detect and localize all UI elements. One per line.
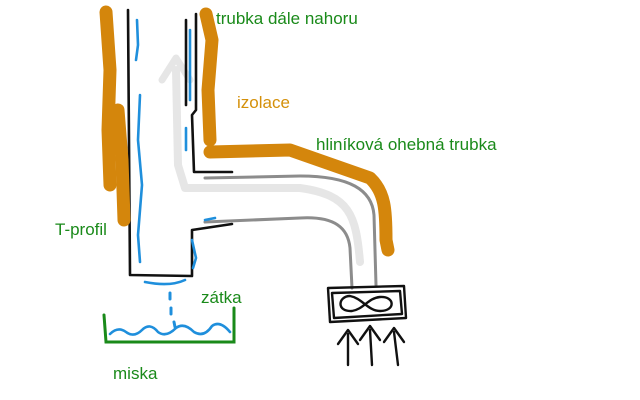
condensate-streaks [134, 18, 217, 286]
bowl-water [108, 322, 232, 336]
fan-box [326, 284, 408, 324]
label-bowl: miska [113, 364, 158, 383]
bowl [102, 306, 236, 344]
label-flex-pipe: hliníková ohebná trubka [316, 135, 497, 154]
flex-pipe [203, 174, 378, 290]
label-plug: zátka [201, 288, 242, 307]
label-insulation: izolace [237, 93, 290, 112]
water-drops [168, 291, 177, 329]
insulation-wrap [99, 5, 395, 257]
label-t-profile: T-profil [55, 220, 107, 239]
upward-arrows [336, 324, 406, 367]
label-pipe-up: trubka dále nahoru [216, 9, 358, 28]
